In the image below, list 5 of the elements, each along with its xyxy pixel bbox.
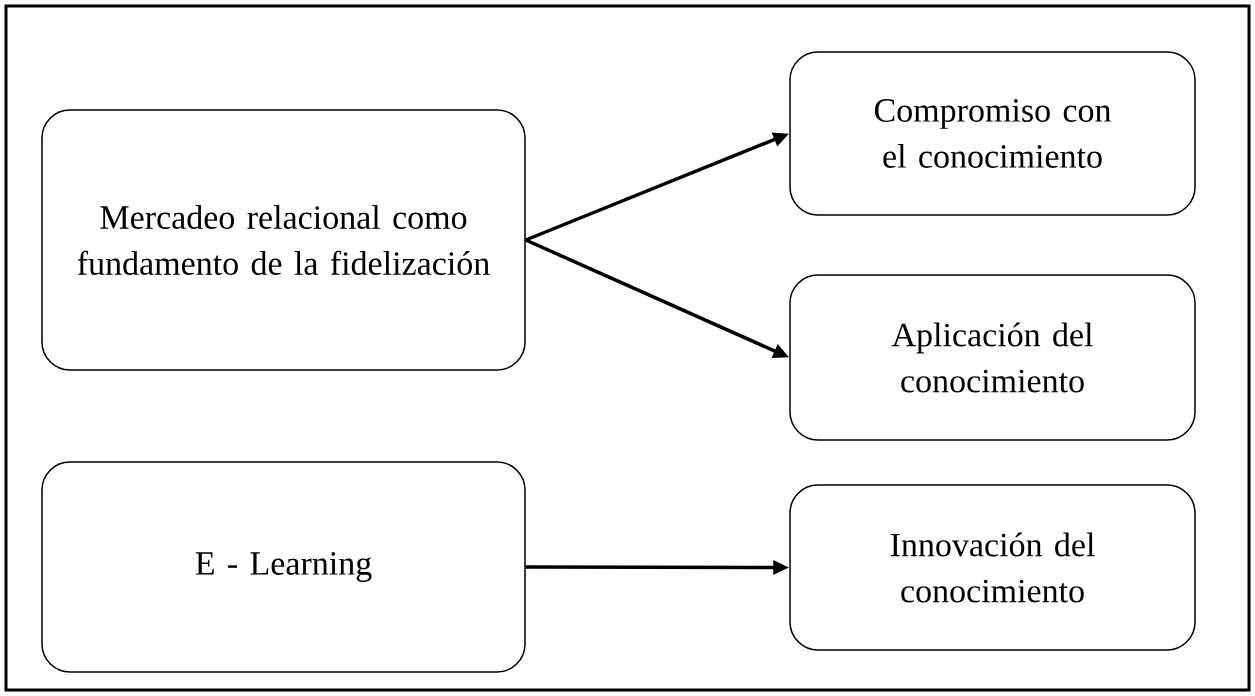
rounded-box: Mercadeo relacional como fundamento de la fidelización — [41, 109, 526, 371]
rounded-box: E - Learning — [41, 461, 526, 673]
rounded-box: Aplicación del conocimiento — [789, 274, 1196, 441]
rounded-box: Compromiso con el conocimiento — [789, 51, 1196, 216]
rounded-box: Innovación del conocimiento — [789, 484, 1196, 651]
